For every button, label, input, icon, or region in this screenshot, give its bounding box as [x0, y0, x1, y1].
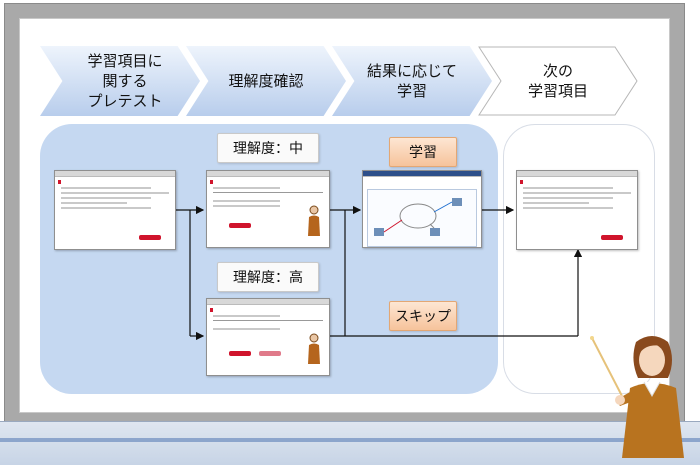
result-mid-screen-thumbnail: [206, 170, 330, 248]
thumb-titlebar: [207, 299, 329, 305]
thumb-button: [139, 235, 161, 240]
thumb-table: [213, 320, 323, 325]
thumb-titlebar: [207, 171, 329, 177]
pretest-screen-thumbnail: [54, 170, 176, 250]
thumb-titlebar: [55, 171, 175, 177]
thumb-titlebar: [517, 171, 637, 177]
thumb-text-line: [523, 192, 631, 194]
thumb-text-line: [213, 205, 281, 207]
step-understanding-check: 理解度確認: [186, 46, 346, 116]
thumb-text-line: [523, 207, 613, 209]
label-understanding-mid: 理解度：中: [217, 133, 319, 163]
thumb-title-mark: [58, 180, 172, 184]
thumb-text-line: [523, 187, 613, 189]
presenter-woman-icon: [308, 333, 320, 364]
step-study-by-result: 結果に応じて 学習: [332, 46, 492, 116]
thumb-text-line: [61, 197, 151, 199]
thumb-title-mark: [520, 180, 634, 184]
thumb-text-line: [213, 200, 281, 202]
label-understanding-high: 理解度：高: [217, 262, 319, 292]
step-next-outline: [478, 46, 638, 116]
thumb-text-line: [213, 315, 281, 317]
thumb-text-line: [61, 202, 127, 204]
next-pretest-screen-thumbnail: [516, 170, 638, 250]
thumb-text-line: [61, 192, 169, 194]
label-skip: スキップ: [389, 301, 457, 331]
thumb-text-line: [61, 207, 151, 209]
teacher-with-pointer-icon: [590, 336, 684, 458]
presenter-woman-icon: [308, 205, 320, 236]
label-study: 学習: [389, 137, 457, 167]
network-diagram-icon: [374, 198, 462, 236]
tray-stripe: [0, 438, 700, 442]
thumb-text-line: [523, 197, 613, 199]
thumb-title-mark: [210, 180, 326, 184]
thumb-button: [229, 351, 251, 356]
study-screen-thumbnail: [362, 170, 482, 248]
network-diagram-picture: [367, 189, 477, 247]
step-next-item: 次の 学習項目: [527, 62, 588, 100]
thumb-table: [213, 192, 323, 197]
thumb-title-mark: [210, 308, 326, 312]
thumb-button: [601, 235, 623, 240]
thumb-text-line: [523, 202, 589, 204]
board-tray: [0, 421, 700, 465]
thumb-titlebar: [363, 171, 481, 177]
next-unit-area: [503, 124, 655, 394]
thumb-button: [229, 223, 251, 228]
thumb-text-line: [213, 187, 281, 189]
step-pretest: 学習項目に 関する プレテスト: [40, 46, 200, 116]
thumb-text-line: [213, 328, 281, 330]
thumb-text-line: [61, 187, 151, 189]
thumb-button: [259, 351, 281, 356]
result-high-screen-thumbnail: [206, 298, 330, 376]
